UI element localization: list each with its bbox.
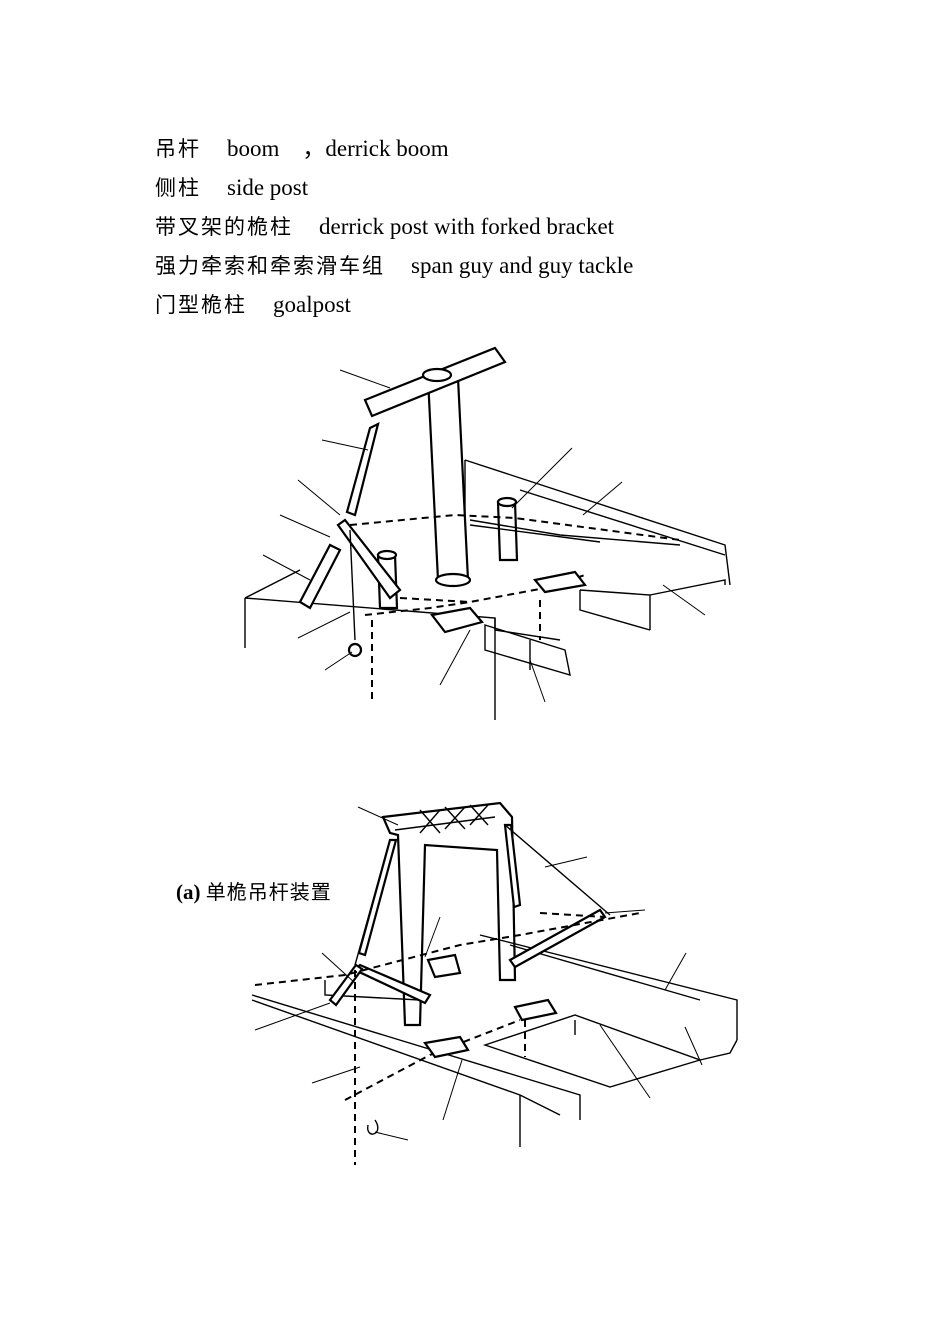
figure-a-caption: (a) 单桅吊杆装置 [176,876,332,905]
term-derrick-post: 带叉架的桅柱 derrick post with forked bracket [155,211,633,250]
term-en: goalpost [273,292,351,317]
goalpost-derrick-drawing [251,801,738,1165]
term-boom: 吊杆 boom ，derrick boom [155,133,633,172]
term-goalpost: 门型桅柱 goalpost [155,289,633,328]
figure-caption-text: 单桅吊杆装置 [205,880,332,904]
term-side-post: 侧柱 side post [155,172,633,211]
term-zh: 吊杆 [155,137,201,161]
figure-goalpost-derrick [0,795,950,1170]
term-zh: 强力牵索和牵索滑车组 [155,254,385,278]
term-zh: 带叉架的桅柱 [155,215,293,239]
term-zh: 门型桅柱 [155,293,247,317]
term-zh: 侧柱 [155,176,201,200]
figure-single-mast-derrick [0,340,950,730]
terms-list: 吊杆 boom ，derrick boom 侧柱 side post 带叉架的桅柱 d… [155,133,633,328]
figure-label: (a) [176,880,201,904]
single-mast-derrick-drawing [244,346,731,720]
term-en: boom ，derrick boom [227,136,449,161]
term-span-guy: 强力牵索和牵索滑车组 span guy and guy tackle [155,250,633,289]
term-en: span guy and guy tackle [411,253,634,278]
term-en: side post [227,175,309,200]
term-en: derrick post with forked bracket [319,214,615,239]
